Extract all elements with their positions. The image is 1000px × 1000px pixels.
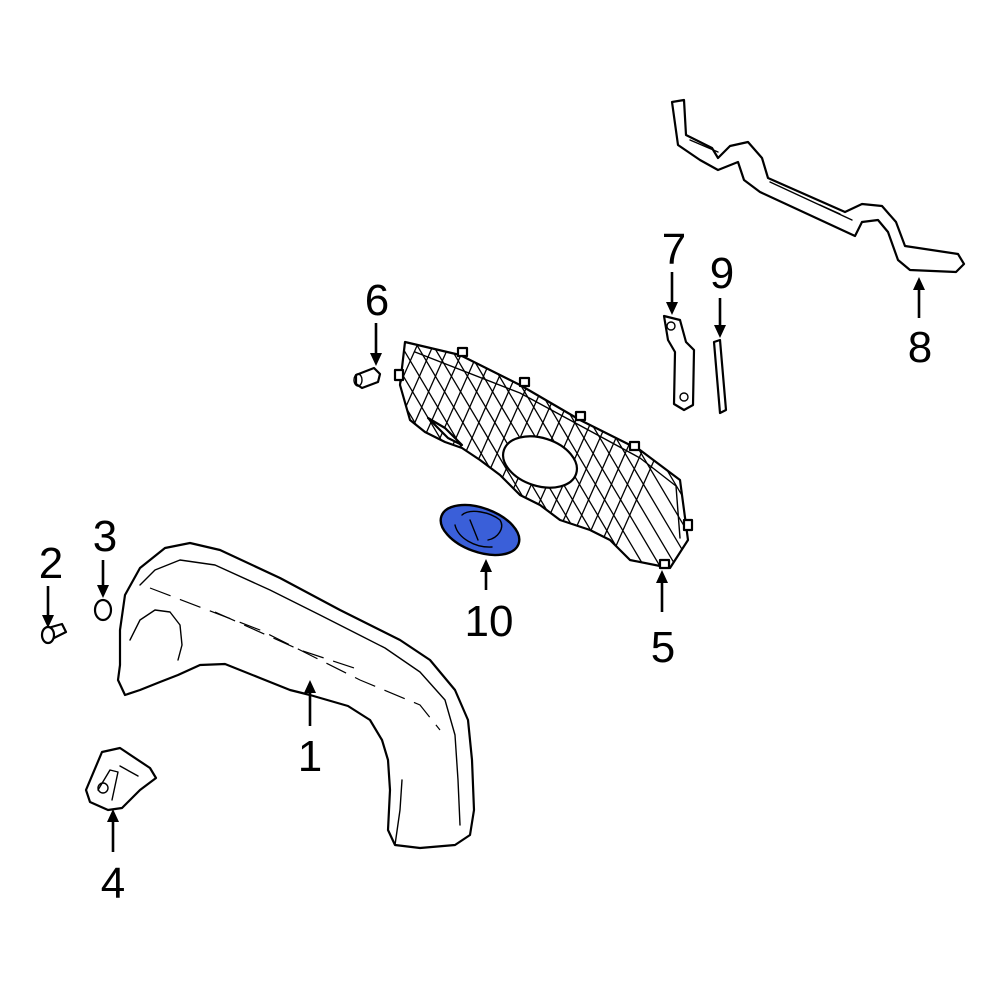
bolt-part	[40, 622, 68, 645]
callout-label-1: 1	[298, 732, 322, 781]
reinforcement-bar-part	[670, 98, 966, 274]
bumper-cover-part	[116, 541, 476, 850]
grille-emblem-recess	[502, 435, 578, 489]
callout-7: 7	[662, 225, 686, 315]
callout-label-8: 8	[908, 323, 932, 372]
callout-2: 2	[39, 539, 63, 628]
callout-label-7: 7	[662, 225, 686, 274]
callout-4: 4	[101, 809, 125, 908]
callout-10: 10	[465, 559, 514, 646]
callout-1: 1	[298, 680, 322, 781]
callout-8: 8	[908, 277, 932, 372]
callout-label-5: 5	[651, 623, 675, 672]
callout-label-10: 10	[465, 597, 514, 646]
callout-9: 9	[710, 249, 734, 338]
callout-label-2: 2	[39, 539, 63, 588]
callout-5: 5	[651, 570, 675, 672]
callout-3: 3	[93, 512, 117, 598]
emblem-part	[439, 503, 521, 557]
callout-label-6: 6	[365, 276, 389, 325]
push-pin-part	[353, 366, 382, 390]
callout-label-9: 9	[710, 249, 734, 298]
callout-label-4: 4	[101, 859, 125, 908]
clip-nut-part	[93, 598, 113, 622]
retainer-clip-part	[84, 746, 158, 812]
callout-6: 6	[365, 276, 389, 366]
seal-strip-part	[712, 338, 728, 415]
callout-label-3: 3	[93, 512, 117, 561]
grille-bracket-part	[662, 314, 696, 412]
